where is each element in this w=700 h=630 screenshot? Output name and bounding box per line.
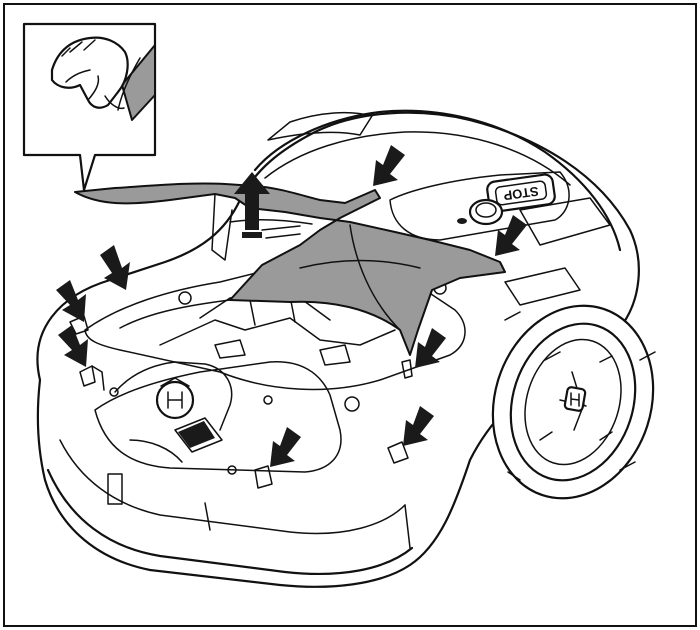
arrow-icon [495, 215, 527, 256]
arrow-icon [415, 328, 446, 368]
rear-wheel [491, 304, 656, 500]
top-cover-part [74, 182, 506, 356]
up-arrow-icon [234, 172, 270, 238]
arrow-icon [58, 325, 88, 367]
mower-body: STOP [36, 109, 640, 588]
arrow-icon [100, 245, 130, 290]
stop-button-shape [486, 173, 556, 213]
inset-callout [22, 22, 157, 192]
arrow-icon [270, 427, 301, 467]
arrow-icon [403, 406, 434, 446]
arrow-icon [373, 145, 405, 186]
stop-label: STOP [502, 184, 539, 204]
arrow-icon [56, 280, 86, 322]
hand-icon [50, 36, 156, 121]
husqvarna-logo-icon [155, 377, 195, 420]
arrows-group [56, 145, 527, 467]
